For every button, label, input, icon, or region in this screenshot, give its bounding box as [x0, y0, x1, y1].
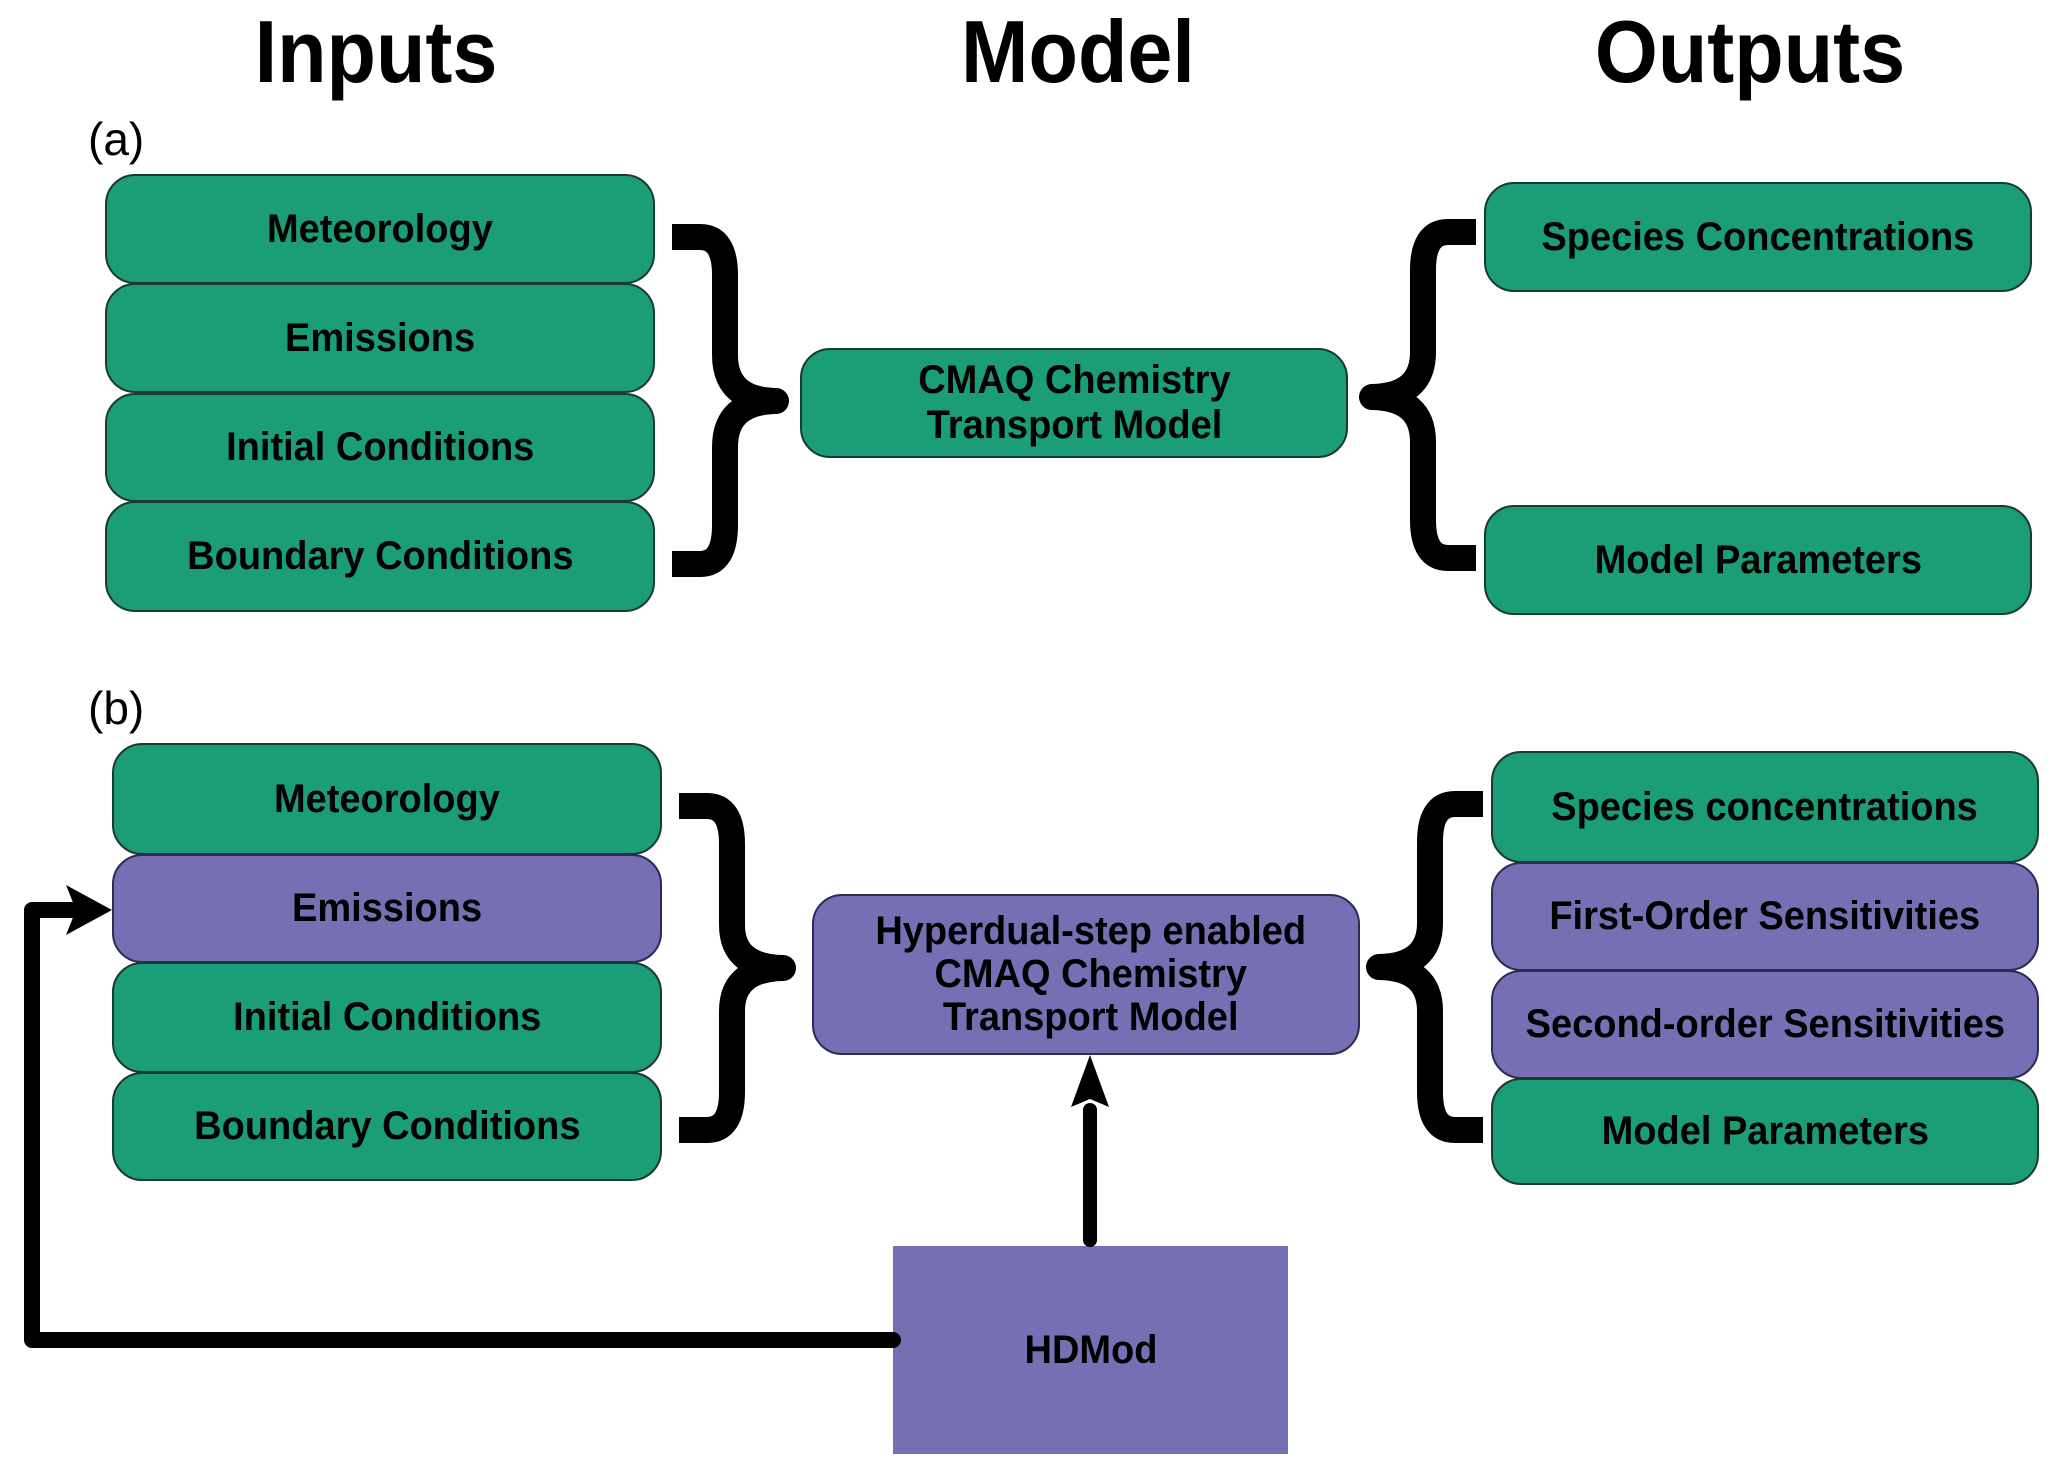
closing-brace-icon-a	[672, 224, 789, 577]
opening-brace-icon-a	[1359, 219, 1476, 571]
closing-brace-icon-b	[679, 793, 796, 1143]
model-label: Hyperdual-step enabled CMAQ Chemistry Tr…	[875, 908, 1307, 1040]
output-box-species-concentrations-b: Species concentrations	[1491, 751, 2039, 863]
inputs-header: Inputs	[254, 2, 498, 101]
right-arrowhead-icon	[66, 885, 112, 935]
input-box-initial-conditions-a: Initial Conditions	[105, 393, 655, 502]
model-box-hyperdual-cmaq: Hyperdual-step enabled CMAQ Chemistry Tr…	[812, 894, 1360, 1055]
hdmod-label: HDMod	[1024, 1327, 1157, 1372]
output-box-species-concentrations-a: Species Concentrations	[1484, 182, 2032, 292]
output-label: Model Parameters	[1594, 537, 1922, 582]
input-label: Initial Conditions	[225, 425, 535, 470]
input-label: Emissions	[291, 886, 483, 931]
model-label: CMAQ Chemistry Transport Model	[917, 358, 1231, 447]
output-label: First-Order Sensitivities	[1549, 894, 1981, 939]
panel-a-label: (a)	[88, 113, 145, 165]
model-box-cmaq: CMAQ Chemistry Transport Model	[800, 348, 1348, 458]
input-box-meteorology-b: Meteorology	[112, 743, 662, 855]
input-box-emissions-a: Emissions	[105, 283, 655, 393]
input-label: Boundary Conditions	[193, 1104, 581, 1149]
input-label: Emissions	[284, 315, 476, 360]
output-label: Model Parameters	[1601, 1109, 1929, 1154]
panel-b-label: (b)	[88, 682, 145, 734]
output-box-first-order-sensitivities: First-Order Sensitivities	[1491, 862, 2039, 971]
output-label: Species concentrations	[1551, 784, 1979, 829]
input-label: Boundary Conditions	[186, 534, 574, 579]
output-box-model-parameters-a: Model Parameters	[1484, 505, 2032, 615]
input-box-emissions-b: Emissions	[112, 854, 662, 963]
input-box-boundary-conditions-a: Boundary Conditions	[105, 501, 655, 612]
up-arrowhead-icon	[1071, 1055, 1109, 1107]
opening-brace-icon-b	[1366, 791, 1483, 1143]
input-box-meteorology-a: Meteorology	[105, 174, 655, 284]
input-box-boundary-conditions-b: Boundary Conditions	[112, 1072, 662, 1181]
input-label: Initial Conditions	[232, 995, 542, 1040]
model-header: Model	[961, 2, 1195, 101]
output-box-second-order-sensitivities: Second-order Sensitivities	[1491, 970, 2039, 1079]
output-label: Second-order Sensitivities	[1525, 1002, 2005, 1047]
input-label: Meteorology	[274, 776, 500, 821]
outputs-header: Outputs	[1594, 2, 1906, 101]
output-box-model-parameters-b: Model Parameters	[1491, 1078, 2039, 1185]
input-label: Meteorology	[267, 206, 493, 251]
hdmod-box: HDMod	[893, 1246, 1288, 1454]
output-label: Species Concentrations	[1541, 214, 1975, 259]
input-box-initial-conditions-b: Initial Conditions	[112, 962, 662, 1073]
